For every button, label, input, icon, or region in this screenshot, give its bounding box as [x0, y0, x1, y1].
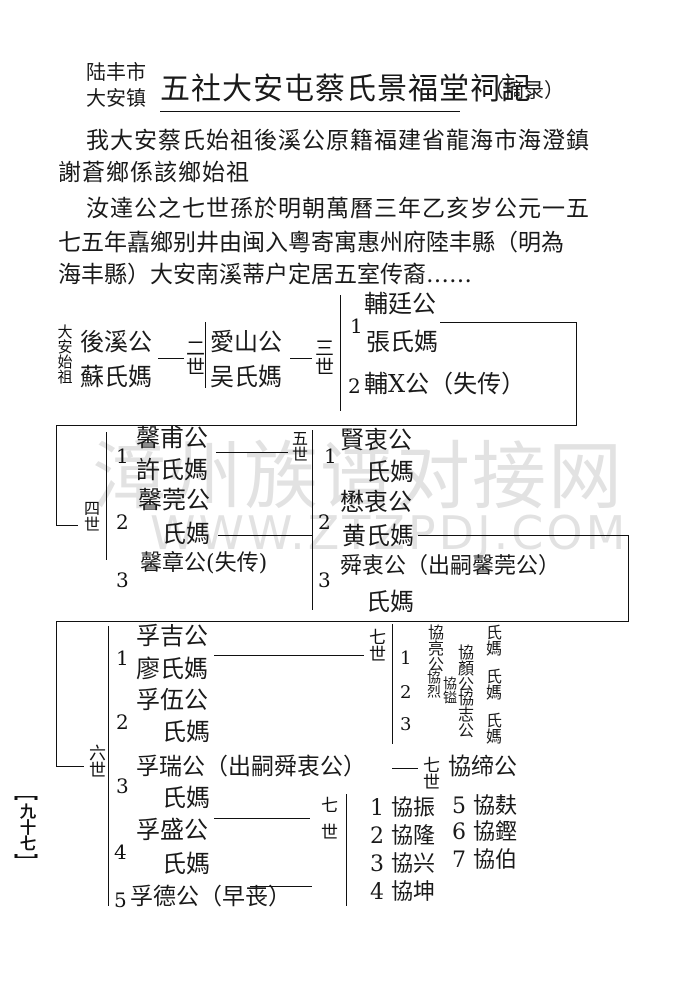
gen5-child-3-mother: 氏媽 [366, 588, 414, 616]
gen5-child-1-mother: 氏媽 [366, 458, 414, 486]
gen7a-child-2-mother: 氏媽 [483, 668, 502, 700]
gen5-child-1-father: 賢衷公 [340, 426, 412, 454]
gen4-num-3: 3 [116, 568, 129, 592]
gen5-child-3-father: 舜衷公（出嗣馨莞公） [340, 554, 561, 579]
gen4-num-1: 1 [116, 444, 129, 468]
gen6-child-4-mother: 氏媽 [162, 850, 210, 878]
gen7a-child-3b: 協镒 [441, 676, 457, 704]
gen5-num-1: 1 [324, 444, 337, 468]
gen6-num-3: 3 [116, 774, 129, 798]
gen-label-7a: 七世 [365, 628, 385, 662]
gen-label-3: 三世 [312, 338, 334, 376]
gen6-num-5: 5 [114, 888, 127, 912]
gen-label-5: 五世 [289, 430, 308, 462]
gen6-child-4-father: 孚盛公 [136, 816, 208, 844]
gen4-num-2: 2 [116, 510, 129, 534]
gen7a-child-3c: 協志公 [455, 690, 474, 738]
gen5-child-2-father: 懋衷公 [340, 488, 412, 516]
gen7b-child: 協缔公 [448, 754, 517, 780]
place-top: 陆丰市 [86, 60, 146, 84]
gen5-num-3: 3 [318, 568, 331, 592]
gen3-child-1-mother: 張氏媽 [366, 328, 438, 356]
gen7c-son-2: 2 協隆 [370, 824, 435, 849]
gen3-num-2: 2 [348, 374, 361, 398]
gen6-num-2: 2 [116, 710, 129, 734]
gen7a-child-1: 協亮公 [425, 624, 444, 672]
gen6-num-4: 4 [114, 840, 127, 864]
page-number: 九十七 [12, 794, 40, 860]
gen6-num-1: 1 [116, 646, 129, 670]
title-note: （摘录） [484, 78, 564, 102]
gen-label-7b: 七世 [419, 756, 439, 790]
gen4-child-3: 馨章公(失传) [140, 551, 268, 576]
body-line-1: 我大安蔡氏始祖後溪公原籍福建省龍海市海澄鎮 [86, 128, 590, 154]
gen3-num-1: 1 [350, 314, 363, 338]
gen7a-num-3: 3 [400, 714, 412, 735]
gen7c-son-7: 7 協伯 [452, 848, 517, 873]
body-line-3: 汝達公之七世孫於明朝萬曆三年乙亥岁公元一五 [86, 196, 590, 222]
gen7c-son-3: 3 協兴 [370, 852, 435, 877]
gen7a-child-3a: 協烈 [425, 670, 441, 698]
gen6-child-3: 孚瑞公（出嗣舜衷公） [136, 754, 366, 780]
page-number-text: 九十七 [17, 803, 34, 851]
gen2-mother: 吴氏媽 [210, 363, 282, 391]
gen3-child-1-father: 輔廷公 [364, 290, 436, 318]
gen4-child-1-mother: 許氏媽 [136, 456, 208, 484]
gen5-child-2-mother: 黄氏媽 [342, 522, 414, 550]
body-line-5: 海丰縣）大安南溪蒂户定居五室传裔…… [58, 262, 472, 288]
gen6-child-1-father: 孚吉公 [136, 622, 208, 650]
title-underline [160, 111, 460, 112]
gen1-father: 後溪公 [80, 328, 152, 356]
gen7a-num-2: 2 [400, 682, 412, 703]
gen6-child-1-mother: 廖氏媽 [136, 655, 208, 683]
gen7a-child-1-mother: 氏媽 [483, 624, 502, 656]
gen-label-4: 四世 [81, 500, 100, 532]
gen7a-child-3-mother: 氏媽 [483, 712, 502, 744]
body-line-4: 七五年嚞鄉别井由闽入粵寄寓惠州府陸丰縣（明為 [58, 230, 564, 256]
place-bottom: 大安镇 [86, 86, 146, 110]
gen7c-son-1: 1 協振 [370, 796, 435, 821]
gen7c-son-6: 6 協鏗 [452, 820, 517, 845]
gen-label-6: 六世 [85, 744, 105, 778]
gen4-child-1-father: 馨甫公 [136, 424, 208, 452]
gen-label-7c-top: 七世 [317, 796, 337, 850]
gen7a-num-1: 1 [400, 648, 412, 669]
gen4-child-2-father: 馨莞公 [138, 486, 210, 514]
gen7c-son-4: 4 協坤 [370, 880, 435, 905]
gen6-child-4-mother-pre: 氏媽 [162, 784, 210, 812]
gen5-num-2: 2 [318, 510, 331, 534]
gen4-child-2-mother: 氏媽 [162, 520, 210, 548]
gen6-child-2-mother: 氏媽 [162, 718, 210, 746]
gen1-mother: 蘇氏媽 [80, 363, 152, 391]
gen-label-2: 二世 [183, 338, 205, 376]
gen2-father: 愛山公 [210, 328, 282, 356]
gen3-child-2: 輔Ⅹ公（失传） [364, 370, 526, 398]
gen7c-son-5: 5 協麸 [452, 794, 517, 819]
gen7a-child-2: 協顏公 [455, 644, 474, 692]
page-title: 五社大安屯蔡氏景福堂祠記 [160, 72, 532, 107]
gen6-child-2-father: 孚伍公 [136, 686, 208, 714]
founder-label: 大安始祖 [55, 324, 74, 384]
body-line-2: 謝蒼鄉係該鄉始祖 [58, 160, 250, 186]
gen6-child-5: 孚德公（早丧） [130, 884, 291, 910]
